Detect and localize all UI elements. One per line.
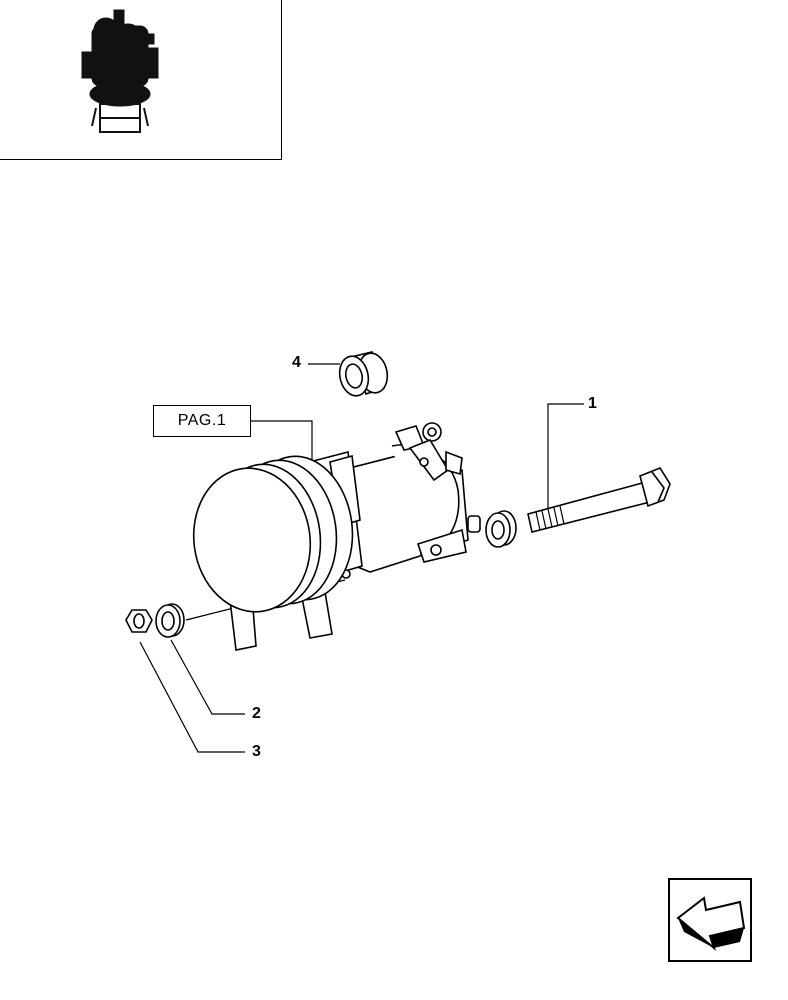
- callout-number-4: 4: [292, 354, 301, 371]
- callout-number-2: 2: [252, 705, 261, 722]
- leader-line-ref: [251, 420, 313, 465]
- engine-thumbnail-frame: [0, 0, 282, 160]
- pulley: [192, 455, 354, 613]
- callout-number-1: 1: [588, 395, 597, 412]
- back-arrow-icon: [676, 896, 746, 952]
- bolt-part: [527, 467, 671, 533]
- engine-thumbnail-icon: [81, 9, 159, 133]
- spacer-part: [338, 351, 389, 397]
- washer-part: [155, 603, 185, 638]
- leader-line-3: [139, 641, 245, 753]
- bolt-washer-part: [485, 510, 517, 548]
- leader-line-2: [170, 639, 245, 715]
- nut-part: [125, 609, 153, 633]
- leader-line-1: [547, 403, 584, 512]
- callout-number-3: 3: [252, 743, 261, 760]
- reference-label-box: PAG.1: [153, 405, 251, 437]
- back-navigation-button[interactable]: [668, 878, 752, 962]
